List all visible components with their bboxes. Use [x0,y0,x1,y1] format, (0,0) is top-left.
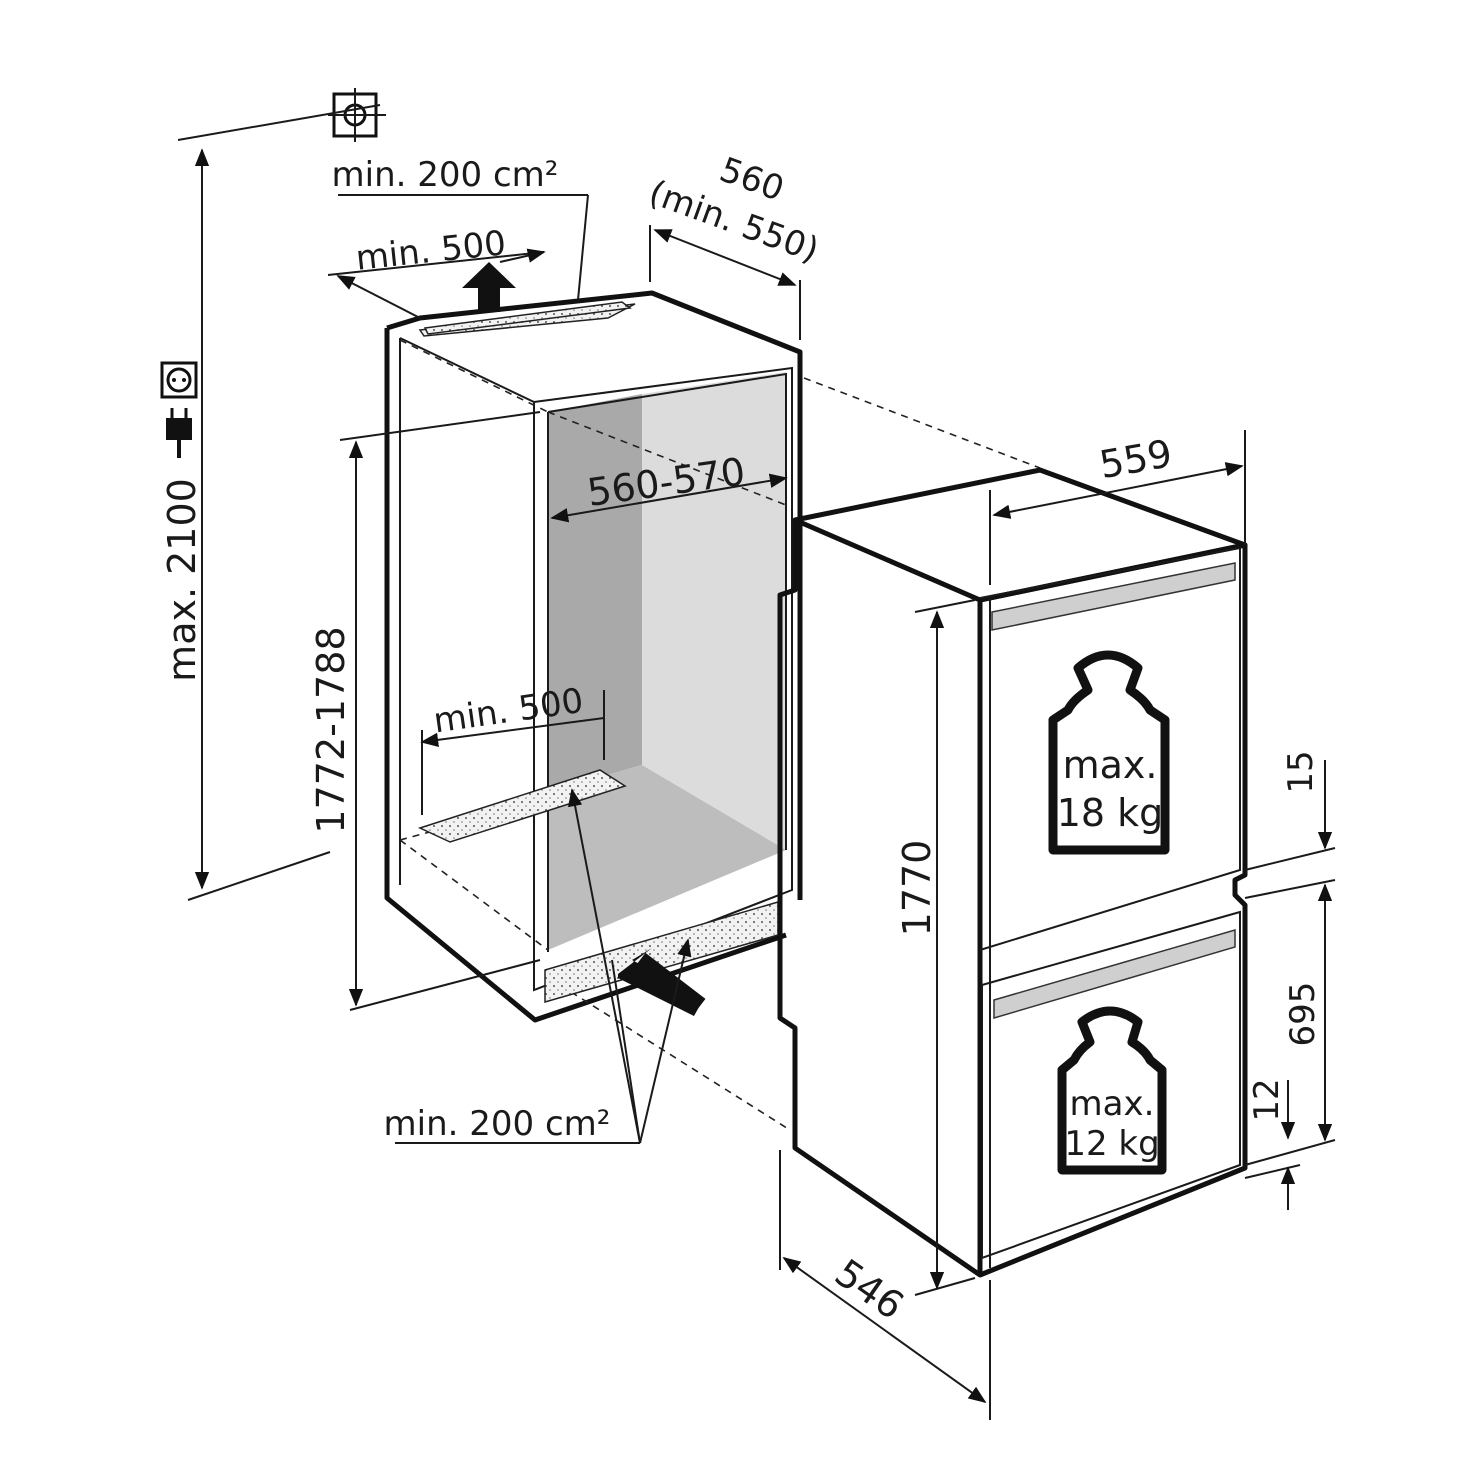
door-height-label: 695 [1283,982,1323,1047]
water-connection-icon [328,88,386,142]
lower-weight-icon: max. 12 kg [1057,1006,1167,1175]
up-arrow-icon [462,262,516,312]
lower-load-value: 12 kg [1064,1124,1159,1164]
gap-bottom-label: 12 [1247,1078,1287,1121]
appliance-height-label: 1770 [895,840,939,937]
gap-top-label: 15 [1281,750,1321,793]
max-height-label: max. 2100 [160,478,204,682]
upper-load-max: max. [1063,743,1158,787]
upper-weight-icon: max. 18 kg [1048,650,1170,855]
upper-door-handle [991,562,1236,631]
top-vent-area-label: min. 200 cm² [332,155,559,195]
niche-interior-floor [548,765,786,950]
appliance-depth-label: 546 [827,1251,912,1329]
lower-door-handle [993,929,1236,1020]
appliance-width-label: 559 [1096,431,1175,487]
niche-height-label: 1772-1788 [309,626,353,833]
niche-interior-side [548,394,642,792]
bottom-interior-vent [417,769,627,843]
upper-load-value: 18 kg [1057,791,1164,835]
lower-load-max: max. [1070,1084,1155,1124]
appliance [777,430,1248,1278]
power-socket-icon [160,361,198,399]
power-plug-icon [166,408,192,458]
bottom-vent-area-label: min. 200 cm² [384,1104,611,1144]
